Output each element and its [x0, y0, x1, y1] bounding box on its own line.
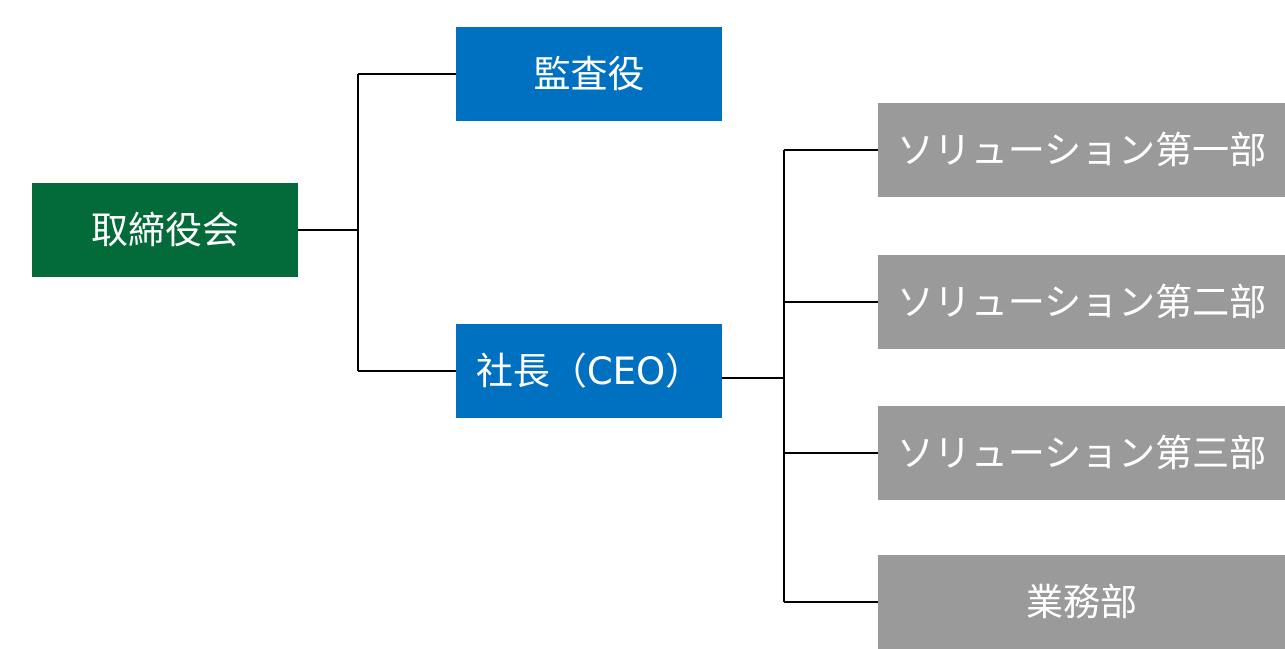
department-node-4: 業務部	[878, 555, 1285, 649]
board-of-directors-label: 取締役会	[91, 208, 239, 252]
department-label-2: ソリューション第二部	[896, 280, 1267, 324]
ceo-label: 社長（CEO）	[475, 349, 703, 393]
department-label-3: ソリューション第三部	[896, 431, 1267, 475]
auditor-node: 監査役	[456, 27, 722, 121]
department-label-1: ソリューション第一部	[896, 128, 1267, 172]
board-of-directors-node: 取締役会	[32, 183, 298, 277]
department-label-4: 業務部	[1026, 580, 1137, 624]
department-node-2: ソリューション第二部	[878, 255, 1285, 349]
department-node-1: ソリューション第一部	[878, 103, 1285, 197]
ceo-node: 社長（CEO）	[456, 324, 722, 418]
auditor-label: 監査役	[533, 52, 645, 96]
department-node-3: ソリューション第三部	[878, 406, 1285, 500]
